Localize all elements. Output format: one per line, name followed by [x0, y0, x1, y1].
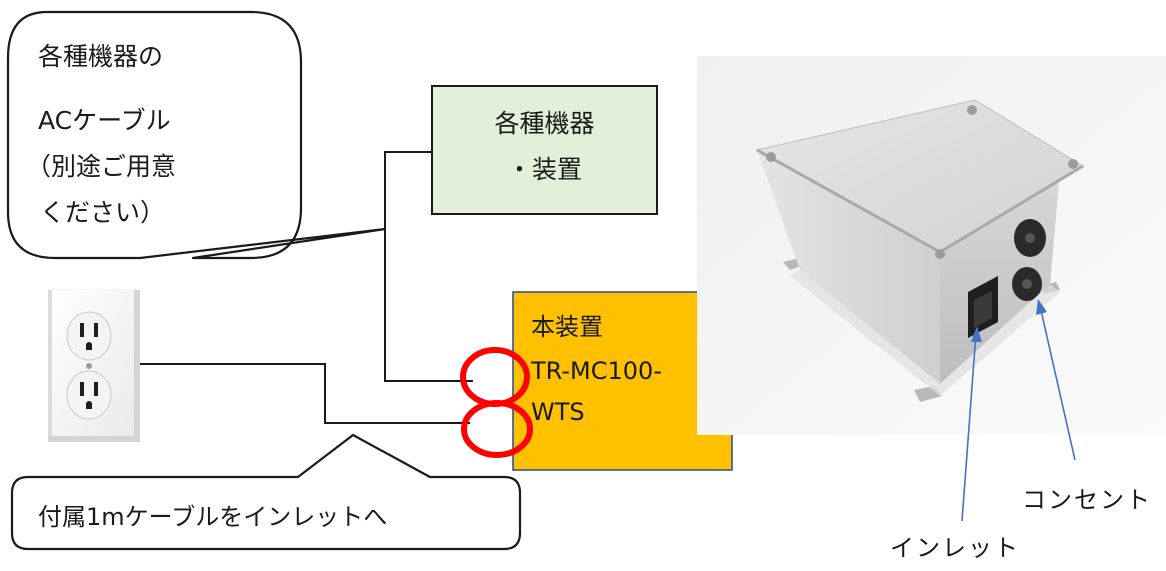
outlet-arrow [1039, 305, 1076, 461]
device-box-label-1: 各種機器 [494, 109, 595, 138]
outlet-cable-line [140, 363, 470, 424]
inlet-arrow [961, 332, 977, 522]
device-box-frame [431, 85, 658, 215]
device-box-label-2: ・装置 [506, 155, 582, 184]
inlet-ring-bottom [461, 400, 533, 458]
outlet-label: コンセント [1022, 486, 1152, 514]
unit-box-model-2: WTS [531, 398, 585, 426]
callout-line-3: （別途ご用意 [26, 152, 177, 181]
callout-line-4: ください） [40, 198, 166, 227]
wall-outlet-icon [48, 289, 140, 442]
outlet-arrowhead [1036, 299, 1047, 315]
unit-box-label-1: 本装置 [531, 313, 603, 341]
unit-box-model-1: TR-MC100- [531, 357, 662, 385]
inlet-label: インレット [890, 534, 1020, 562]
enclosure-photo [697, 56, 1166, 435]
bottom-callout-text: 付属1mケーブルをインレットへ [38, 503, 388, 531]
unit-box-frame [512, 291, 733, 471]
callout-line-2: ACケーブル [38, 106, 171, 135]
callout-bubble [6, 10, 387, 260]
callout-line-1: 各種機器の [38, 42, 164, 71]
device-cable-line [384, 151, 473, 382]
inlet-arrowhead [971, 326, 982, 342]
bottom-callout-bubble [10, 433, 522, 551]
